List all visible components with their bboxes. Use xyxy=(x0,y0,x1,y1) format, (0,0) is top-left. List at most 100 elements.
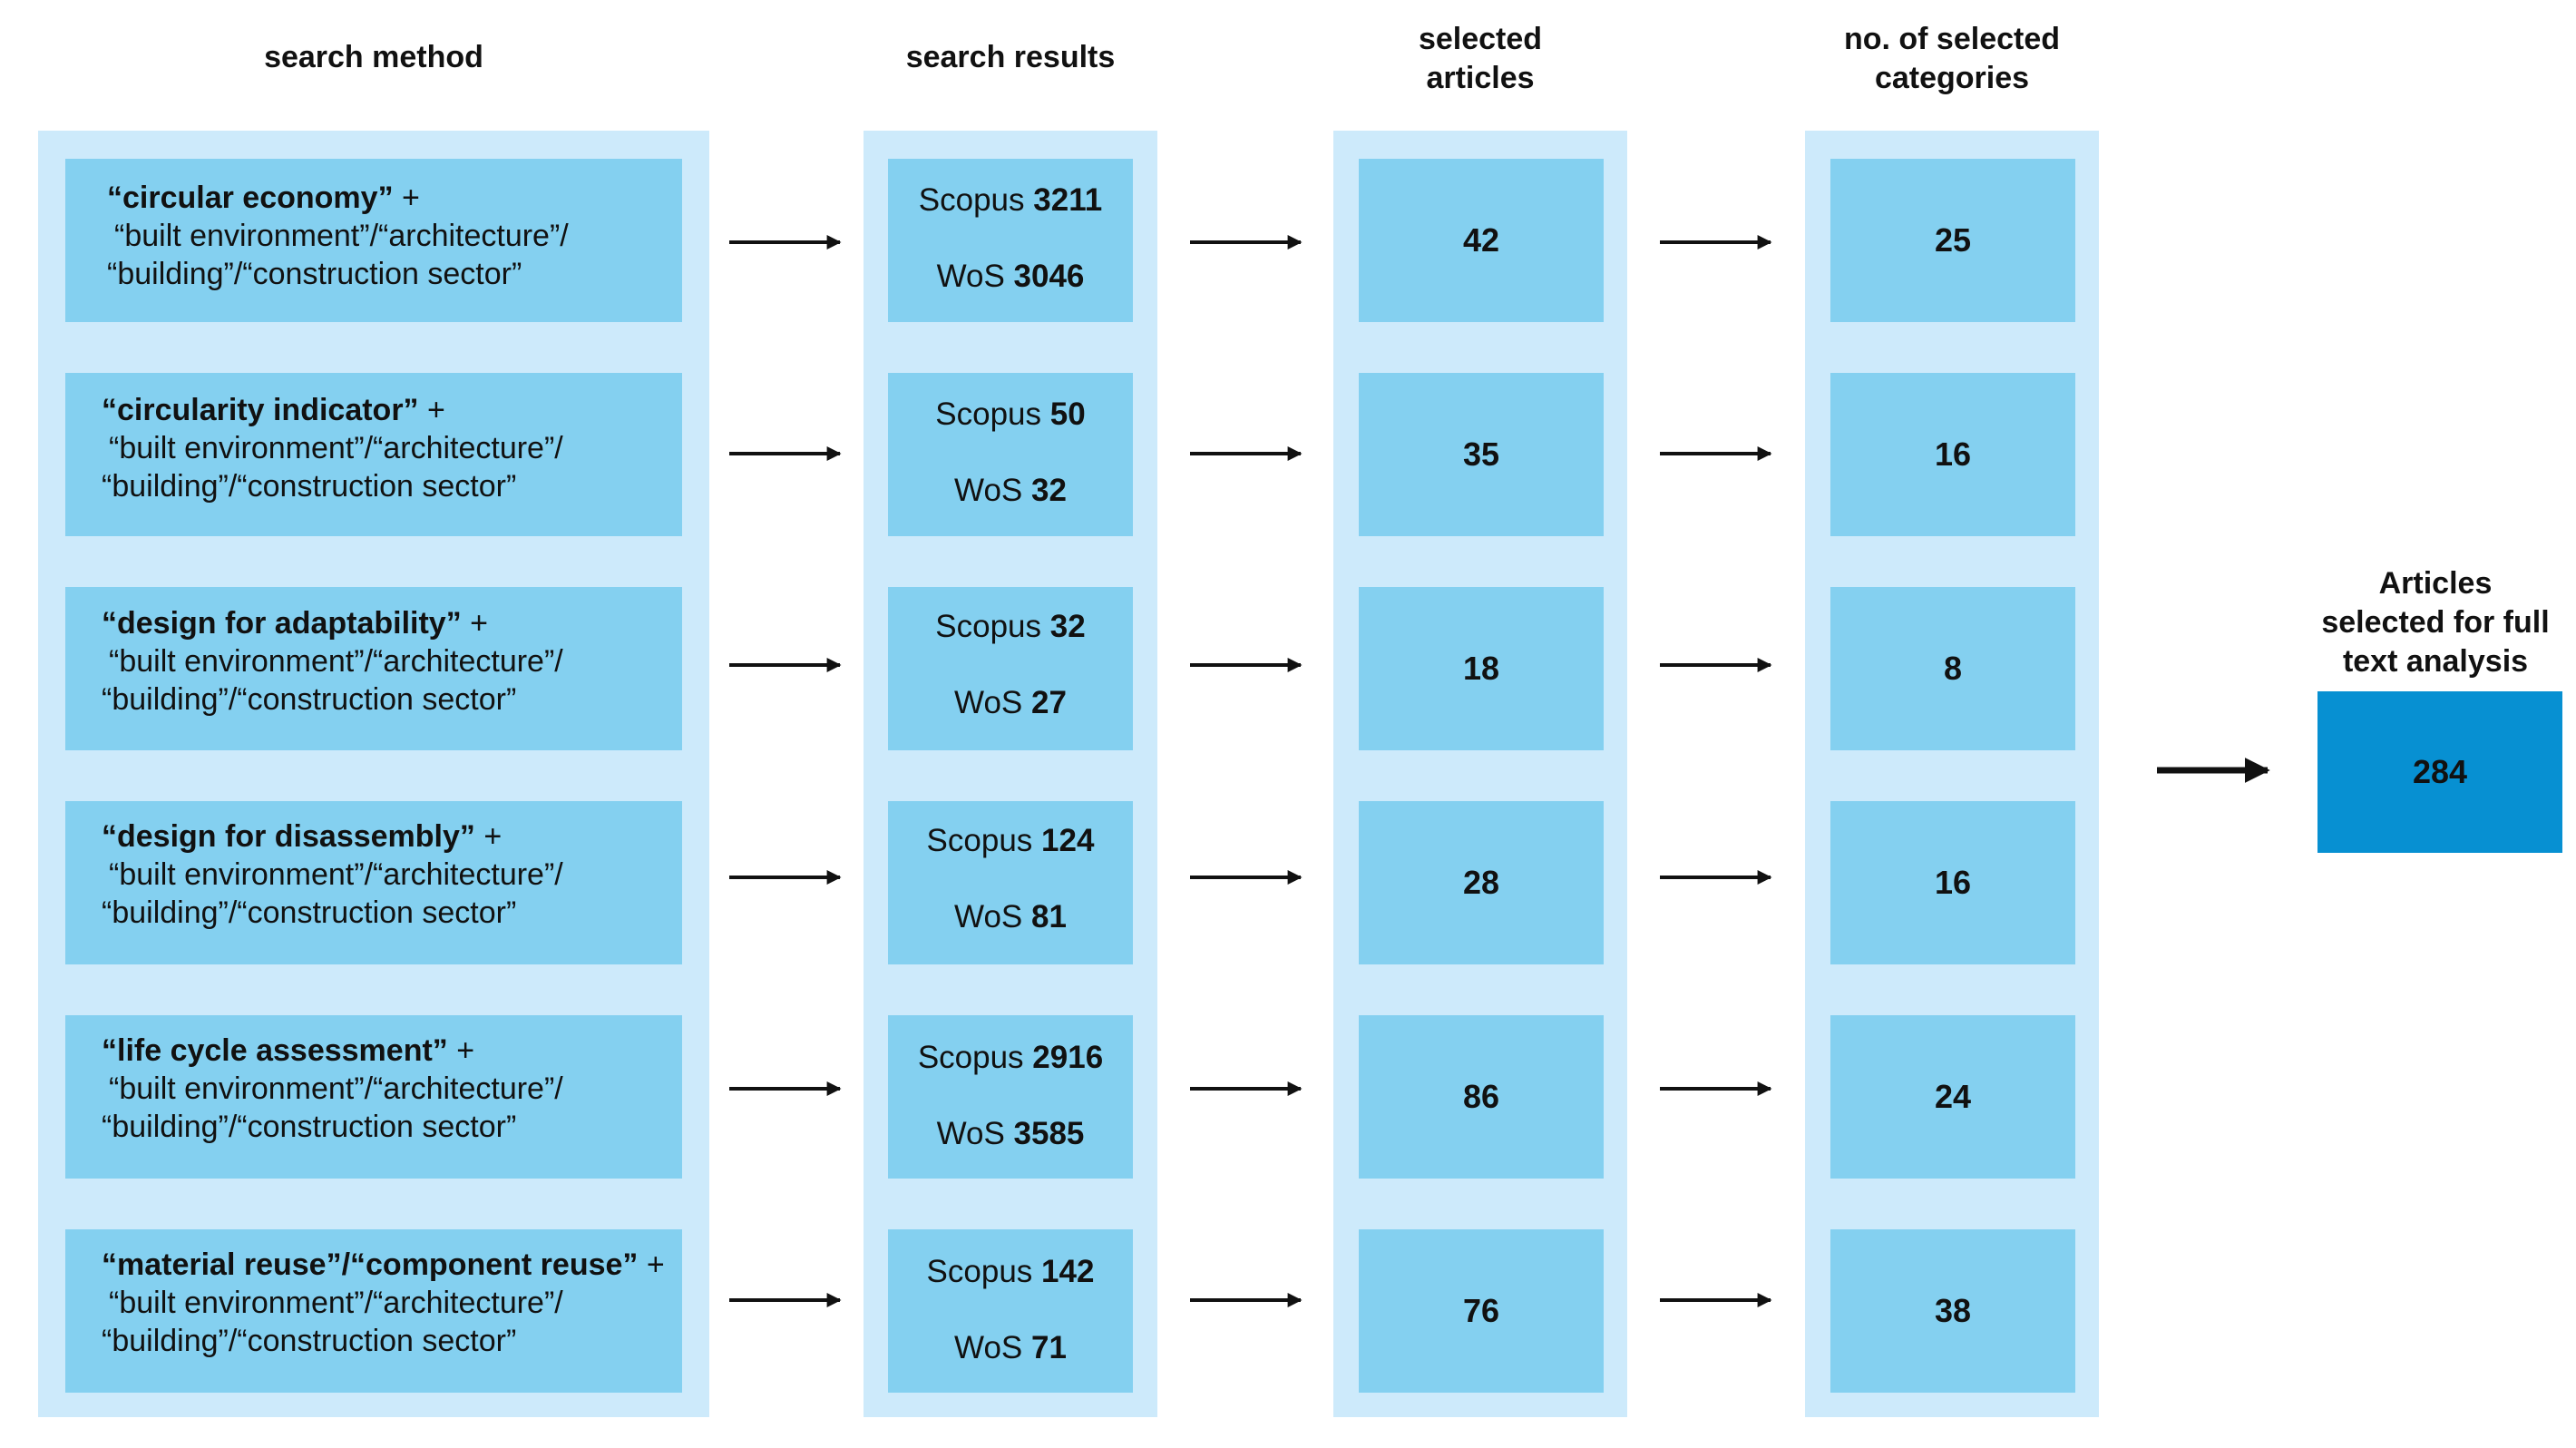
query-line-3: “building”/“construction sector” xyxy=(102,895,517,930)
header-search-results: search results xyxy=(864,38,1157,77)
header-final: Articles selected for full text analysis xyxy=(2295,564,2576,681)
wos-count: 27 xyxy=(1031,685,1067,720)
selected-articles-count: 35 xyxy=(1462,435,1500,473)
query-terms: “circular economy” xyxy=(107,181,394,215)
selected-articles-box: 42 xyxy=(1359,159,1604,322)
query-line-3: “building”/“construction sector” xyxy=(102,1324,517,1358)
search-results-column xyxy=(864,131,1157,1417)
scopus-label: Scopus xyxy=(935,396,1042,432)
search-results-box xyxy=(888,1015,1133,1179)
selected-categories-count: 16 xyxy=(1934,435,1972,473)
header-final-line2: selected for full xyxy=(2321,605,2550,640)
selected-articles-box: 86 xyxy=(1359,1015,1604,1179)
wos-count: 3585 xyxy=(1013,1116,1085,1151)
search-query-text: “material reuse”/“component reuse” + “bu… xyxy=(102,1246,665,1360)
search-method-box xyxy=(65,1015,682,1179)
query-plus: + xyxy=(393,181,420,215)
query-line-3: “building”/“construction sector” xyxy=(102,682,517,717)
selected-articles-box: 18 xyxy=(1359,587,1604,750)
header-selected-articles-line2: articles xyxy=(1426,61,1535,95)
query-plus: + xyxy=(638,1247,665,1282)
scopus-count: 3211 xyxy=(1033,182,1103,218)
wos-count: 3046 xyxy=(1013,259,1085,294)
query-line-2: “built environment”/“architecture”/ xyxy=(109,1286,563,1320)
search-results-wos: WoS 27 xyxy=(888,684,1133,722)
search-results-box xyxy=(888,373,1133,536)
final-articles-box: 284 xyxy=(2317,691,2562,853)
search-results-scopus: Scopus 3211 xyxy=(888,181,1133,220)
selected-articles-count: 86 xyxy=(1462,1078,1500,1115)
query-line-terms: “circular economy” + xyxy=(107,179,569,217)
search-query-text: “circularity indicator” + “built environ… xyxy=(102,391,563,505)
query-line-2: “built environment”/“architecture”/ xyxy=(114,219,569,253)
selected-articles-count: 76 xyxy=(1462,1292,1500,1329)
search-query-text: “design for disassembly” + “built enviro… xyxy=(102,817,563,932)
search-results-box xyxy=(888,587,1133,750)
query-line-terms: “design for disassembly” + xyxy=(102,817,563,856)
search-method-box xyxy=(65,801,682,964)
header-selected-articles-line1: selected xyxy=(1418,22,1543,56)
selected-categories-box: 25 xyxy=(1830,159,2075,322)
selected-articles-count: 18 xyxy=(1462,650,1500,687)
search-query-text: “life cycle assessment” + “built environ… xyxy=(102,1032,563,1146)
selected-articles-count: 28 xyxy=(1462,864,1500,901)
selected-categories-count: 25 xyxy=(1934,221,1972,259)
search-query-text: “circular economy” + “built environment”… xyxy=(107,179,569,293)
scopus-label: Scopus xyxy=(926,1254,1033,1289)
scopus-count: 142 xyxy=(1041,1254,1095,1289)
selected-categories-box: 38 xyxy=(1830,1229,2075,1393)
query-terms: “design for disassembly” xyxy=(102,819,475,854)
search-method-box xyxy=(65,1229,682,1393)
wos-label: WoS xyxy=(936,1116,1005,1151)
final-articles-count: 284 xyxy=(2412,753,2468,790)
selected-categories-count: 38 xyxy=(1934,1292,1972,1329)
query-line-terms: “circularity indicator” + xyxy=(102,391,563,429)
search-method-box xyxy=(65,159,682,322)
search-results-box xyxy=(888,1229,1133,1393)
selected-articles-box: 28 xyxy=(1359,801,1604,964)
query-line-2: “built environment”/“architecture”/ xyxy=(109,644,563,679)
selected-categories-box: 24 xyxy=(1830,1015,2075,1179)
query-line-3: “building”/“construction sector” xyxy=(102,469,517,504)
search-results-scopus: Scopus 142 xyxy=(888,1253,1133,1291)
query-plus: + xyxy=(461,606,489,641)
search-results-wos: WoS 3585 xyxy=(888,1115,1133,1153)
header-selected-categories: no. of selected categories xyxy=(1787,20,2117,98)
header-final-line1: Articles xyxy=(2378,566,2493,601)
header-final-line3: text analysis xyxy=(2342,644,2529,679)
query-terms: “material reuse”/“component reuse” xyxy=(102,1247,639,1282)
selected-articles-box: 35 xyxy=(1359,373,1604,536)
search-results-wos: WoS 81 xyxy=(888,898,1133,936)
wos-count: 81 xyxy=(1031,899,1067,934)
scopus-label: Scopus xyxy=(935,609,1042,644)
header-selected-categories-line2: categories xyxy=(1874,61,2030,95)
wos-label: WoS xyxy=(954,473,1023,508)
selected-categories-box: 8 xyxy=(1830,587,2075,750)
selected-categories-count: 16 xyxy=(1934,864,1972,901)
query-line-terms: “material reuse”/“component reuse” + xyxy=(102,1246,665,1284)
wos-label: WoS xyxy=(936,259,1005,294)
header-selected-articles: selected articles xyxy=(1333,20,1627,98)
selected-categories-column xyxy=(1805,131,2099,1417)
search-method-box xyxy=(65,373,682,536)
scopus-label: Scopus xyxy=(918,182,1025,218)
wos-count: 71 xyxy=(1031,1330,1067,1365)
search-results-scopus: Scopus 124 xyxy=(888,822,1133,860)
selected-articles-column xyxy=(1333,131,1627,1417)
wos-label: WoS xyxy=(954,1330,1023,1365)
query-line-3: “building”/“construction sector” xyxy=(102,1110,517,1144)
scopus-count: 32 xyxy=(1049,609,1086,644)
query-terms: “life cycle assessment” xyxy=(102,1033,448,1068)
query-plus: + xyxy=(474,819,503,854)
selected-categories-count: 8 xyxy=(1943,650,1963,687)
header-selected-categories-line1: no. of selected xyxy=(1843,22,2061,56)
query-line-2: “built environment”/“architecture”/ xyxy=(109,857,563,892)
selected-articles-box: 76 xyxy=(1359,1229,1604,1393)
query-line-2: “built environment”/“architecture”/ xyxy=(109,431,563,465)
scopus-label: Scopus xyxy=(926,823,1033,858)
scopus-count: 124 xyxy=(1041,823,1095,858)
search-results-wos: WoS 32 xyxy=(888,472,1133,510)
query-plus: + xyxy=(447,1033,475,1068)
search-results-box xyxy=(888,801,1133,964)
query-terms: “circularity indicator” xyxy=(102,393,419,427)
